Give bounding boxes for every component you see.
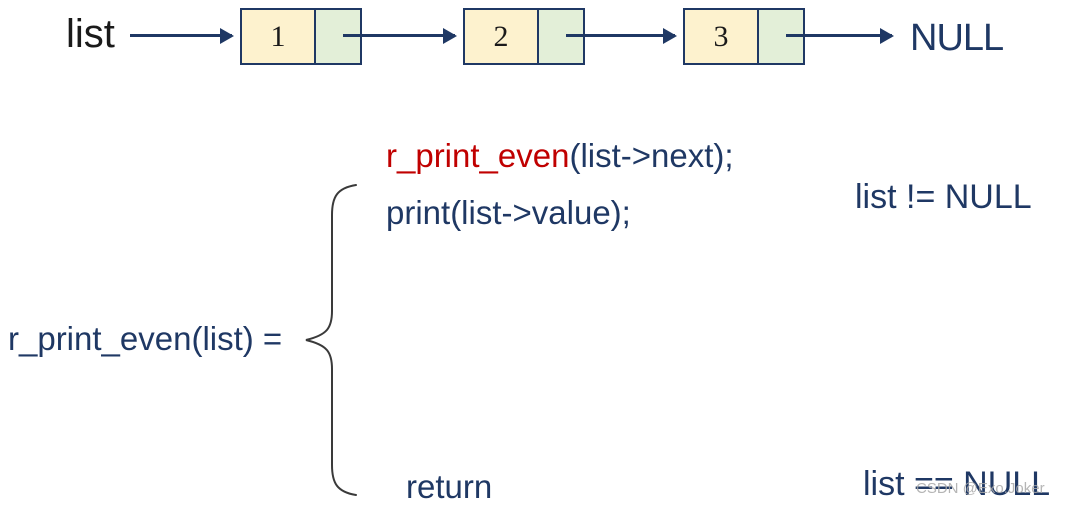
print-statement: print(list->value);: [386, 194, 631, 231]
function-call-args: (list->next);: [569, 137, 734, 174]
function-name-red: r_print_even: [386, 137, 570, 174]
list-node: 1: [240, 8, 362, 65]
node-value-cell: 1: [242, 10, 316, 63]
recursive-call-statement: r_print_even(list->next);: [386, 137, 734, 175]
recursive-case-condition: list != NULL: [855, 178, 1032, 216]
definition-lhs: r_print_even(list) =: [8, 320, 283, 357]
base-case-condition: list == NULL: [863, 465, 1051, 503]
null-terminator-label: NULL: [910, 17, 1004, 59]
base-case-statement: return: [406, 468, 493, 505]
arrow-node1-to-node2: [343, 34, 455, 37]
arrow-node3-to-null: [786, 34, 892, 37]
node-value-cell: 3: [685, 10, 759, 63]
watermark-text: CSDN @Exo.Joker: [916, 480, 1045, 497]
curly-brace-icon: [303, 182, 359, 498]
node-value-cell: 2: [465, 10, 539, 63]
arrow-list-to-node1: [130, 34, 232, 37]
arrow-node2-to-node3: [566, 34, 675, 37]
list-node: 3: [683, 8, 805, 65]
list-head-label: list: [66, 12, 115, 56]
